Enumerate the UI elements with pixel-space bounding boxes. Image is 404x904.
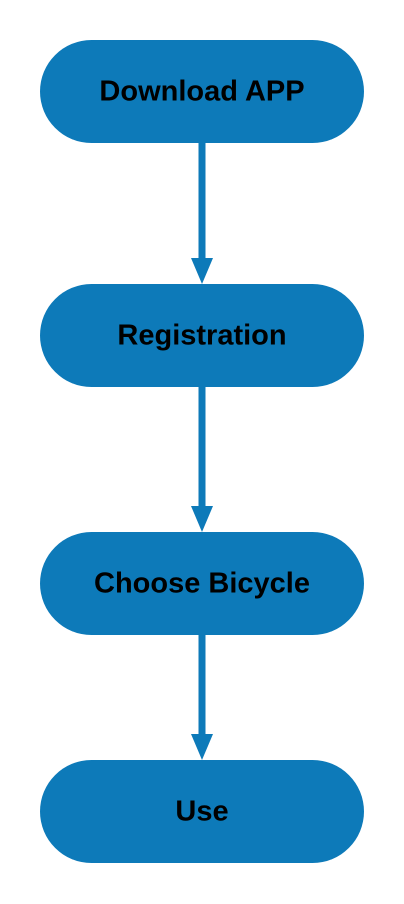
node-label: Registration xyxy=(117,320,286,352)
node-registration[interactable]: Registration xyxy=(40,284,364,387)
node-label: Download APP xyxy=(99,76,304,108)
node-shape xyxy=(40,532,364,635)
arrowhead-icon xyxy=(191,258,213,284)
node-label: Use xyxy=(175,796,228,828)
node-shape xyxy=(40,284,364,387)
node-use[interactable]: Use xyxy=(40,760,364,863)
edges xyxy=(191,143,213,760)
node-download-app[interactable]: Download APP xyxy=(40,40,364,143)
edge-download-app-to-registration xyxy=(191,143,213,284)
arrowhead-icon xyxy=(191,734,213,760)
node-shape xyxy=(40,760,364,863)
node-label: Choose Bicycle xyxy=(94,568,310,600)
arrowhead-icon xyxy=(191,506,213,532)
node-choose-bicycle[interactable]: Choose Bicycle xyxy=(40,532,364,635)
edge-registration-to-choose-bicycle xyxy=(191,387,213,532)
edge-choose-bicycle-to-use xyxy=(191,635,213,760)
node-shape xyxy=(40,40,364,143)
